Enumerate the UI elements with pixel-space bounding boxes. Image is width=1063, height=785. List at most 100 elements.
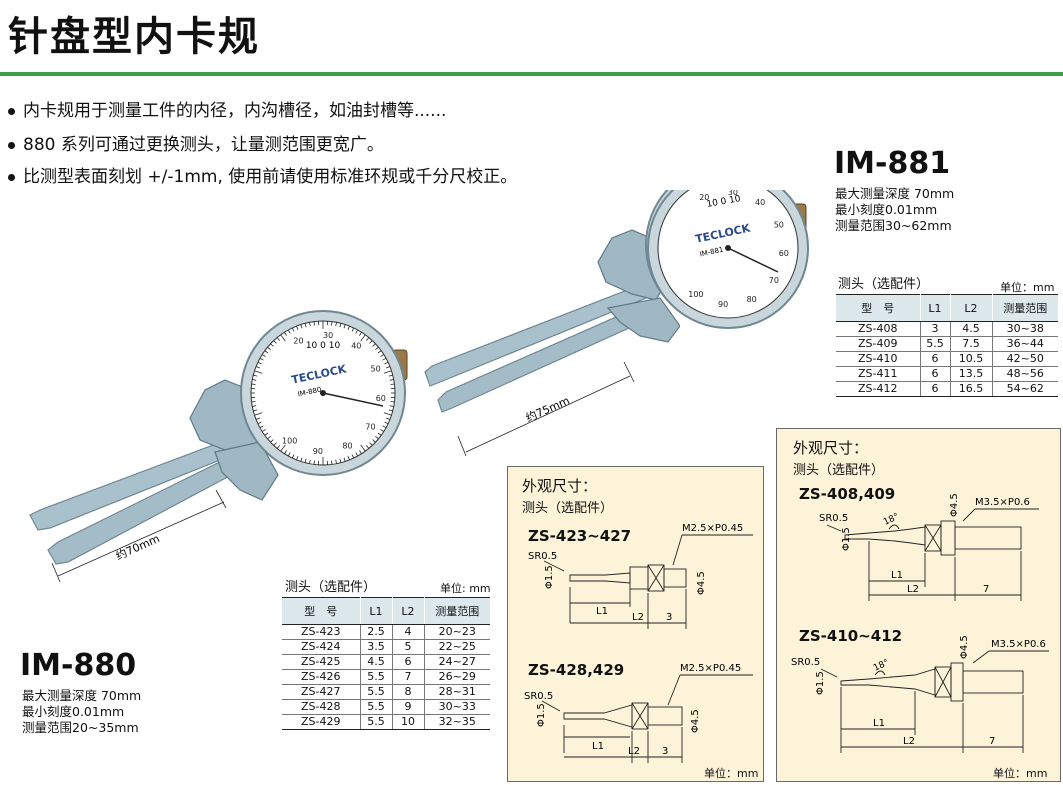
dial-tick (251, 401, 256, 403)
dial-tick (267, 346, 271, 351)
l1-label: L1 (592, 741, 604, 752)
dial-tick (383, 412, 392, 416)
dial-scale-label: 30 (728, 190, 738, 197)
dial-tick (255, 417, 260, 420)
dial-tick (273, 340, 277, 344)
dial-tick (259, 357, 264, 361)
dial-tick (377, 432, 382, 436)
dial-tick (355, 329, 359, 334)
dial-tick (355, 452, 359, 457)
table-header-cell: 测量范围 (424, 597, 490, 625)
dial-tick (251, 383, 256, 385)
bullet-text: 内卡规用于测量工件的内径，内沟槽径，如油封槽等...... (23, 101, 447, 121)
table-cell: 3 (920, 321, 951, 337)
sr-label: SR0.5 (791, 657, 820, 668)
dial-scale-label: 40 (755, 198, 765, 207)
table-header-cell: L2 (950, 294, 993, 322)
dial-tick (380, 429, 385, 432)
panel-title: 外观尺寸： (522, 477, 598, 495)
table-cell: 22~25 (424, 639, 490, 655)
table-cell: ZS-423 (282, 624, 361, 640)
dial-tick (386, 417, 391, 420)
dial-tick (309, 459, 311, 464)
dial-tick (384, 361, 389, 365)
im-881-dimension-panel: 外观尺寸： 测头（选配件） ZS-408,409 M3.5×P0.6 SR0.5… (776, 428, 1061, 782)
dial-tick (375, 435, 379, 440)
im-881-gauge-image: 约75mm (424, 190, 680, 457)
probe-drawing-zs-428: M2.5×P0.45 SR0.5 Φ1.5 Φ4.5 L1 L2 3 (524, 663, 753, 763)
dial-tick (365, 337, 370, 341)
dial-tick (252, 405, 257, 407)
im-880-table-unit: 单位: mm (440, 582, 491, 595)
dial-tick (255, 366, 260, 369)
dial-tick (372, 343, 376, 347)
table-cell: ZS-409 (836, 336, 921, 352)
length-label: 7 (989, 736, 995, 747)
l2-label: L2 (632, 612, 644, 623)
dial-tick (359, 331, 362, 336)
dial-tick (287, 452, 291, 457)
dial-scale-label: 90 (313, 447, 323, 456)
dial-tick (270, 343, 274, 347)
dial-tick (369, 340, 373, 344)
panel-subtitle: 测头（选配件） (522, 501, 614, 516)
im-880-table-caption: 测头（选配件） (285, 580, 377, 595)
table-cell: 10 (392, 714, 425, 730)
dial-tick (351, 327, 355, 332)
diameter-2-label: Φ4.5 (959, 635, 970, 659)
table-cell: 6 (920, 381, 951, 397)
table-cell: ZS-425 (282, 654, 361, 670)
dial-tick (377, 350, 382, 354)
dial-tick (291, 454, 295, 459)
dial-tick (359, 450, 362, 455)
table-cell: 5.5 (360, 699, 393, 715)
im-880-spec-3: 测量范围20~35mm (22, 720, 139, 735)
table-cell: ZS-412 (836, 381, 921, 397)
dial-tick (300, 457, 303, 462)
dial-tick (264, 432, 269, 436)
dial-tick (360, 334, 366, 342)
dial-tick (264, 350, 269, 354)
bullet-dot-icon (8, 107, 15, 115)
panel-title: 外观尺寸： (793, 439, 869, 457)
dial-tick (380, 354, 385, 357)
dial-tick (252, 379, 257, 381)
table-cell: 5 (392, 639, 425, 655)
im-881-dial: 10 0 10 TECLOCK IM-881 20304050607080901… (647, 190, 809, 329)
probe-drawing-zs-410: M3.5×P0.6 SR0.5 18° Φ1.5 Φ4.5 L1 L2 7 (791, 635, 1049, 753)
length-label: 7 (983, 584, 989, 595)
table-cell: 42~50 (992, 351, 1058, 367)
angle-label: 18° (882, 512, 901, 528)
page-title: 针盘型内卡规 (8, 14, 260, 60)
table-cell: 5.5 (920, 336, 951, 352)
table-cell: 7 (392, 669, 425, 685)
probe-drawing-zs-408: M3.5×P0.6 SR0.5 18° Φ1.5 Φ4.5 L1 L2 7 (819, 493, 1039, 601)
dial-tick (304, 458, 307, 463)
diameter-2-label: Φ4.5 (690, 709, 701, 733)
im-881-model: IM-881 (834, 146, 951, 181)
dial-tick (253, 374, 258, 377)
im-880-gauge-image: 10 0 10 TECLOCK IM-880 20304050607080901… (29, 310, 408, 583)
im-881-spec-2: 最小刻度0.01mm (835, 202, 938, 217)
table-cell: 6 (920, 366, 951, 382)
dial-tick (384, 421, 389, 425)
table-header-cell: 型 号 (282, 597, 361, 625)
table-cell: 5.5 (360, 669, 393, 685)
dial-scale-label: 30 (323, 331, 333, 340)
im-880-model: IM-880 (20, 648, 137, 683)
im-881-spec-3: 测量范围30~62mm (835, 218, 952, 233)
thread-label: M2.5×P0.45 (682, 523, 743, 534)
im-880-dimension-panel: 外观尺寸： 测头（选配件） ZS-423~427 M2.5×P0.45 SR0.… (507, 466, 764, 782)
table-header-cell: 测量范围 (992, 294, 1058, 322)
bullet-3: 比测型表面刻划 +/-1mm, 使用前请使用标准环规或千分尺校正。 (8, 162, 517, 187)
dial-tick (270, 439, 274, 443)
dial-scale-label: 100 (282, 437, 297, 446)
